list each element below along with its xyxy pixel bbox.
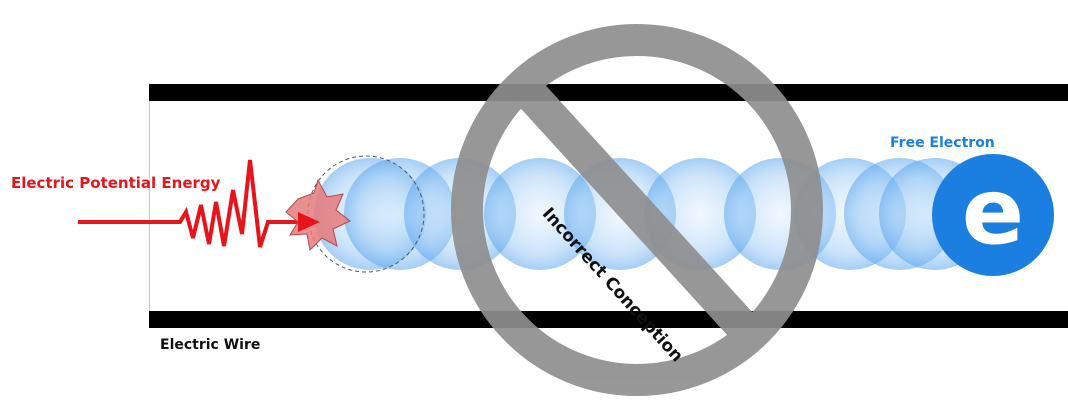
electron-icon: e [932, 154, 1054, 276]
wire-bottom-edge [149, 311, 1068, 328]
electron-label: Free Electron [890, 136, 995, 150]
electron-symbol: e [962, 158, 1024, 265]
energy-label: Electric Potential Energy [11, 176, 220, 191]
wire-top-edge [149, 84, 1068, 101]
wire-label: Electric Wire [160, 338, 260, 352]
